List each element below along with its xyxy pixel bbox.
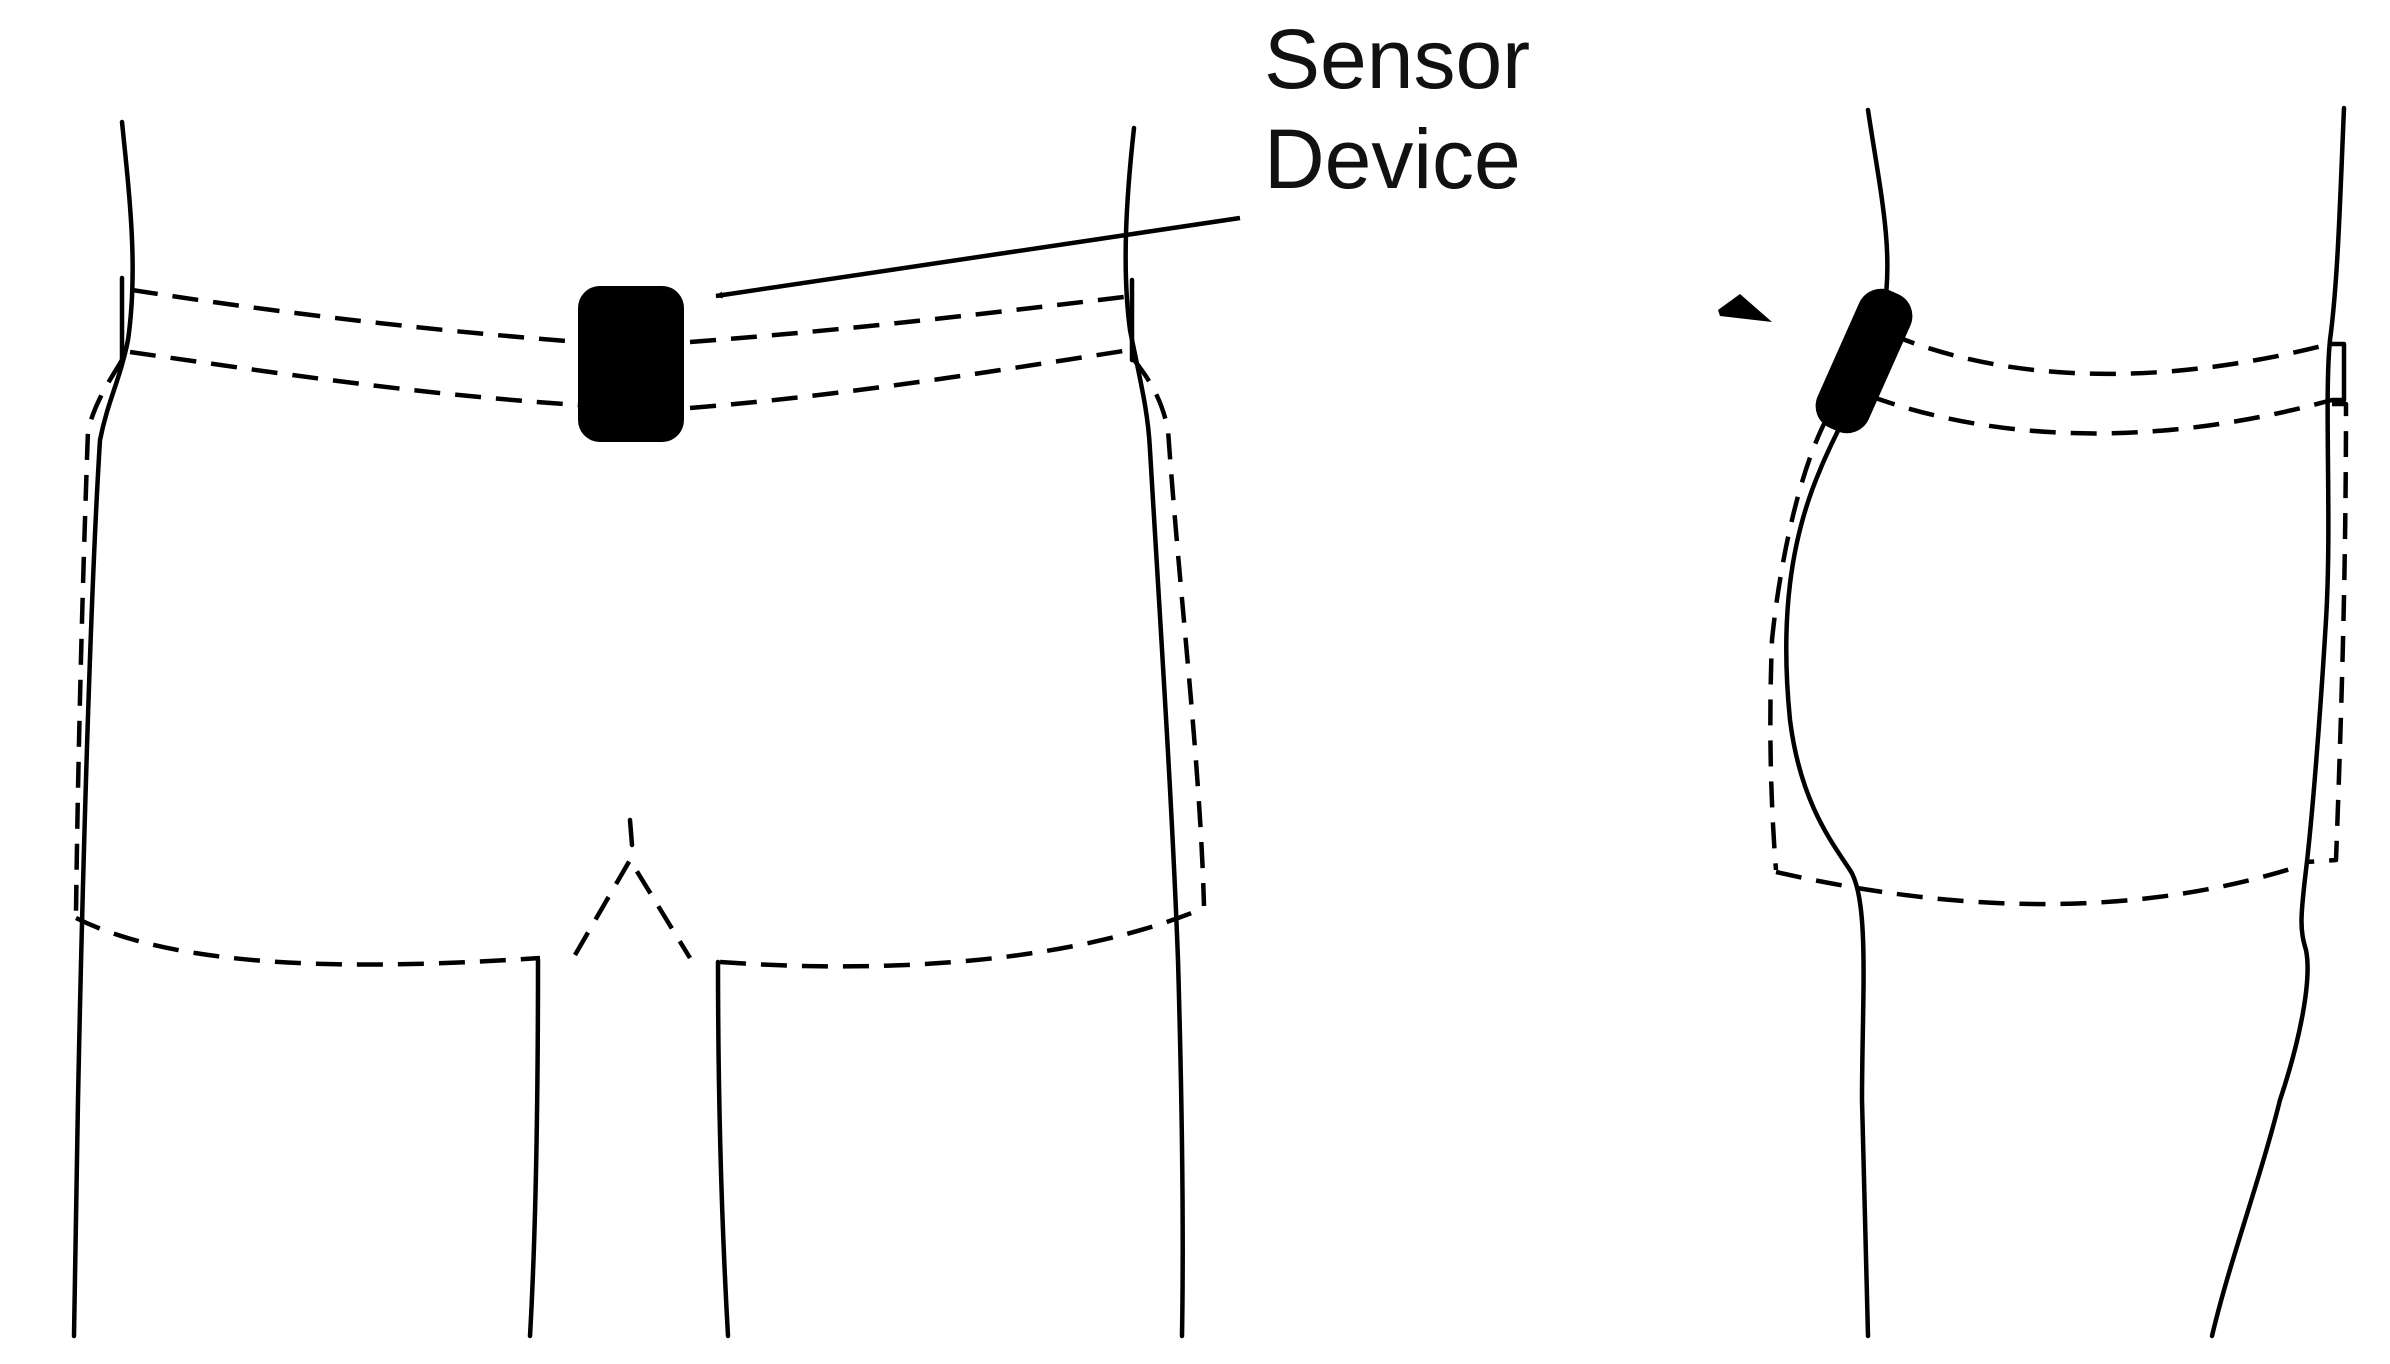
front-sensor-device [578,286,684,442]
side-garment-front-seam [1768,418,1828,871]
side-waistband-right-edge [2329,341,2347,403]
side-sensor-device [1815,288,1913,434]
front-garment-hem [74,857,1205,969]
label-arrow [715,215,1241,299]
front-leg-inner-left [527,957,541,1339]
side-body-back-outline [2209,105,2347,1339]
side-waistband-bottom [1869,393,2333,436]
front-view [71,119,1207,1339]
sensor-device-label: Sensor Device [715,12,1530,299]
side-garment-back-seam [2305,401,2349,865]
front-body-left-outline [71,119,135,1339]
front-garment-right-seam [1132,358,1207,907]
side-garment-hem [1775,863,2301,907]
front-garment-left-seam [73,358,124,913]
front-waistband-bottom [129,347,1131,411]
label-line-device: Device [1264,112,1521,206]
front-leg-inner-right [715,959,731,1339]
front-crotch-mark [627,817,635,848]
label-line-sensor: Sensor [1264,12,1530,106]
front-body-right-outline [1123,125,1186,1339]
front-waistband-top [131,287,1133,345]
side-view [1718,105,2349,1339]
side-waistband-top [1889,331,2331,377]
side-small-mark [1718,294,1772,322]
